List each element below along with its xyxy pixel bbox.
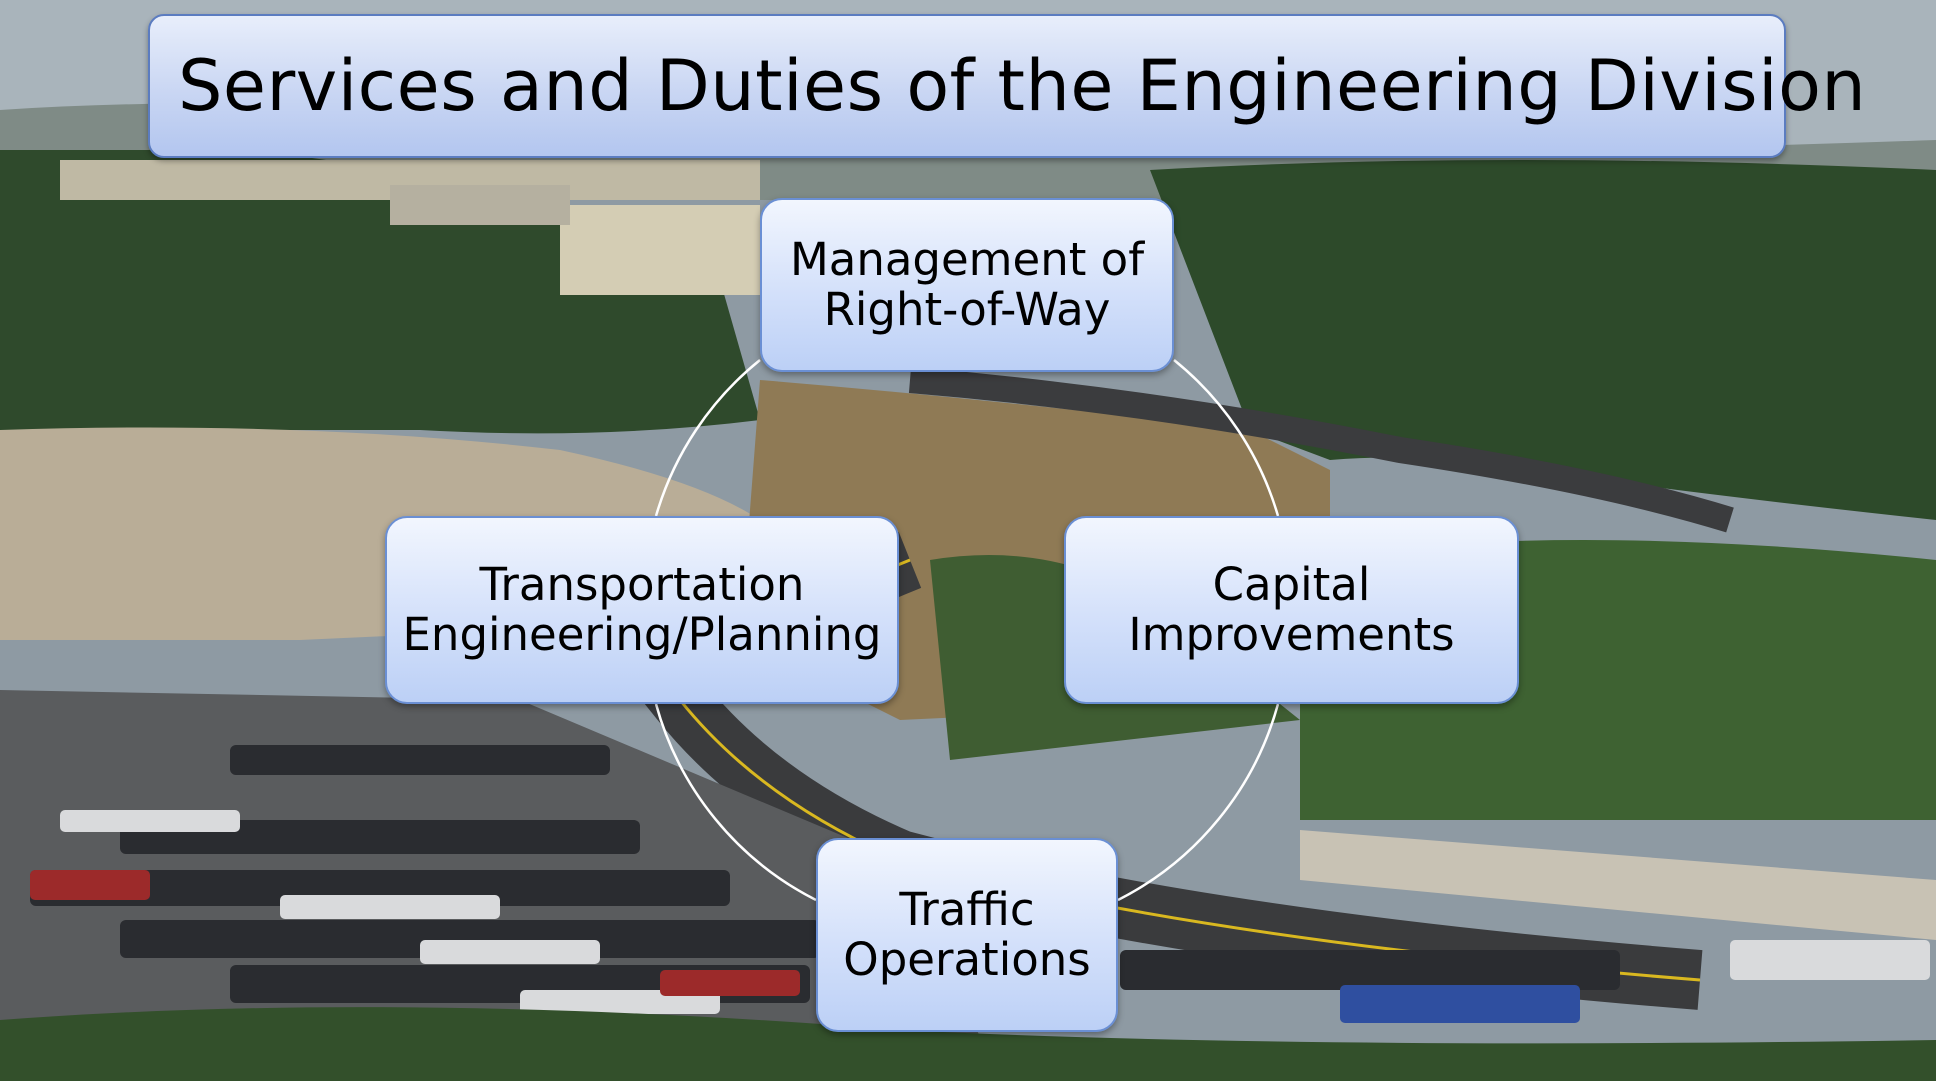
title-banner: Services and Duties of the Engineering D… bbox=[148, 14, 1866, 158]
node-traffic-operations: Traffic Operations bbox=[816, 838, 1118, 1032]
node-management-of-right-of-way: Management of Right-of-Way bbox=[760, 198, 1174, 372]
node-transportation-engineering-planning: Transportation Engineering/Planning bbox=[385, 516, 899, 704]
node-label: Transportation Engineering/Planning bbox=[402, 557, 882, 661]
node-label: Capital Improvements bbox=[1128, 557, 1455, 661]
node-capital-improvements: Capital Improvements bbox=[1064, 516, 1519, 704]
node-label: Traffic Operations bbox=[843, 882, 1091, 986]
node-label: Management of Right-of-Way bbox=[789, 232, 1145, 336]
slide-title: Services and Duties of the Engineering D… bbox=[178, 45, 1867, 127]
